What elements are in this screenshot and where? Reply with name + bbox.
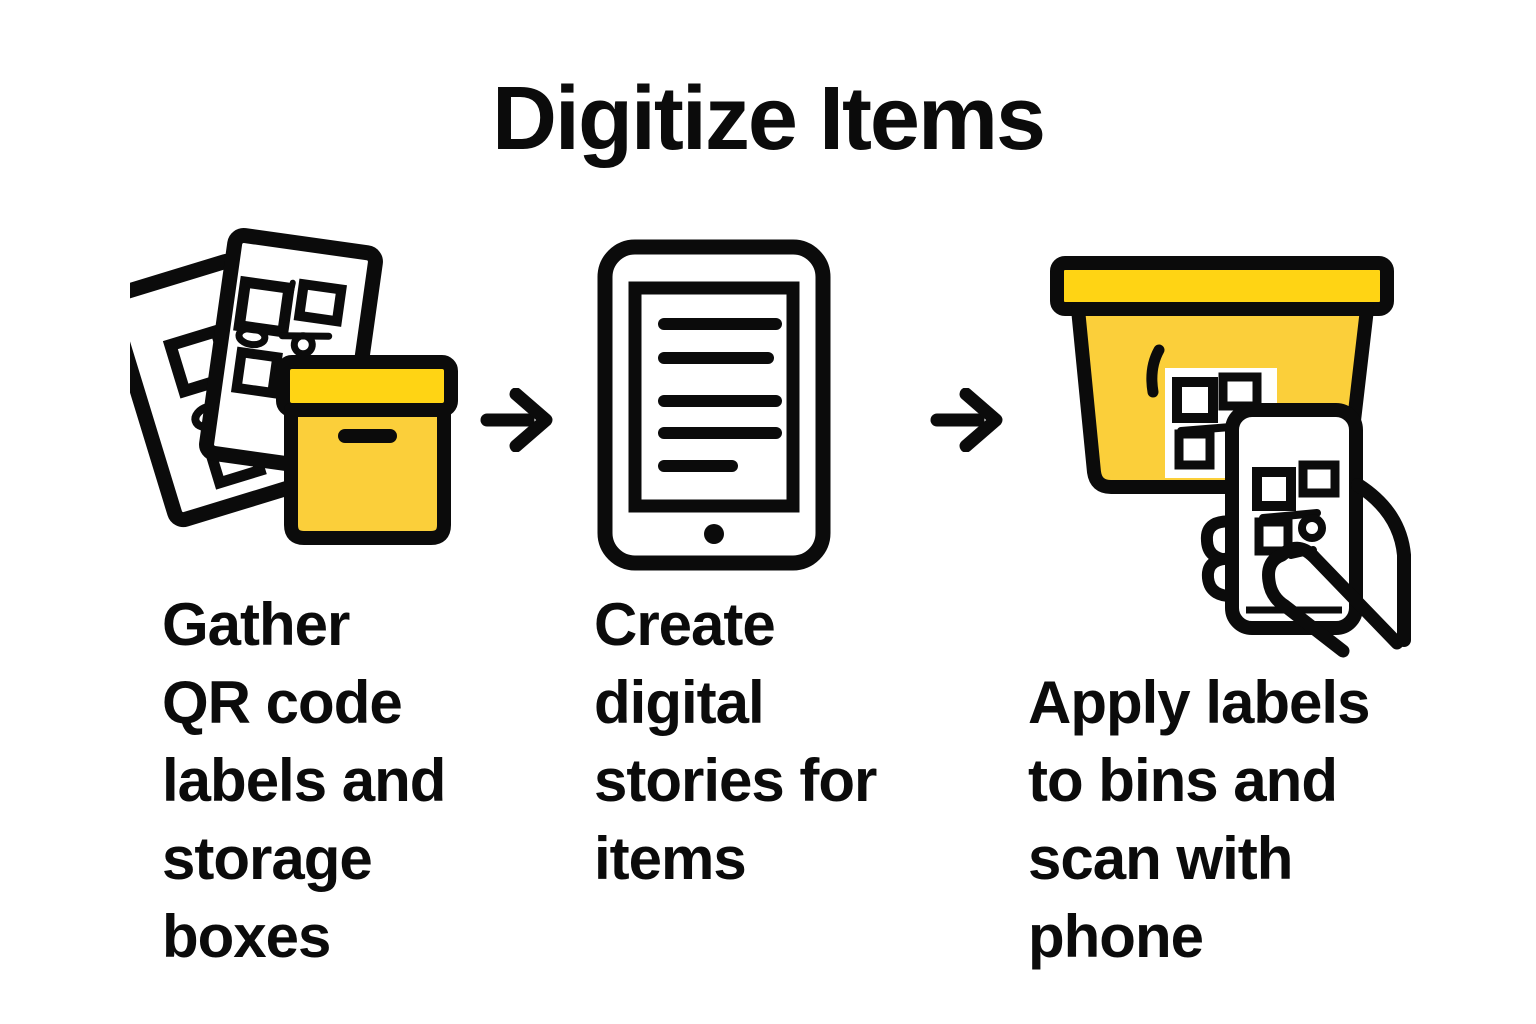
step1-icon-qr-labels-and-storage-box — [130, 227, 458, 545]
phone-icon — [1225, 403, 1363, 635]
step1-caption: Gather QR code labels and storage boxes — [162, 591, 446, 970]
step2-caption: Create digital stories for items — [594, 591, 877, 892]
qr-code-graphic — [230, 275, 347, 399]
text-lines-graphic — [658, 318, 782, 472]
tablet-icon — [597, 239, 831, 571]
home-button-dot — [704, 524, 724, 544]
hand-wrist-line — [1351, 478, 1411, 647]
arrow-right-icon — [480, 388, 553, 452]
hand-thumb — [1262, 541, 1404, 658]
step3-caption: Apply labels to bins and scan with phone — [1028, 669, 1370, 970]
step2-icon-tablet-with-digital-story — [597, 239, 831, 571]
storage-box — [276, 355, 458, 545]
page-title: Digitize Items — [491, 69, 1046, 169]
arrow-right-icon — [930, 388, 1003, 452]
step3-icon-bin-and-phone-scan — [1050, 256, 1411, 658]
bin-accent-arc — [1146, 344, 1165, 398]
